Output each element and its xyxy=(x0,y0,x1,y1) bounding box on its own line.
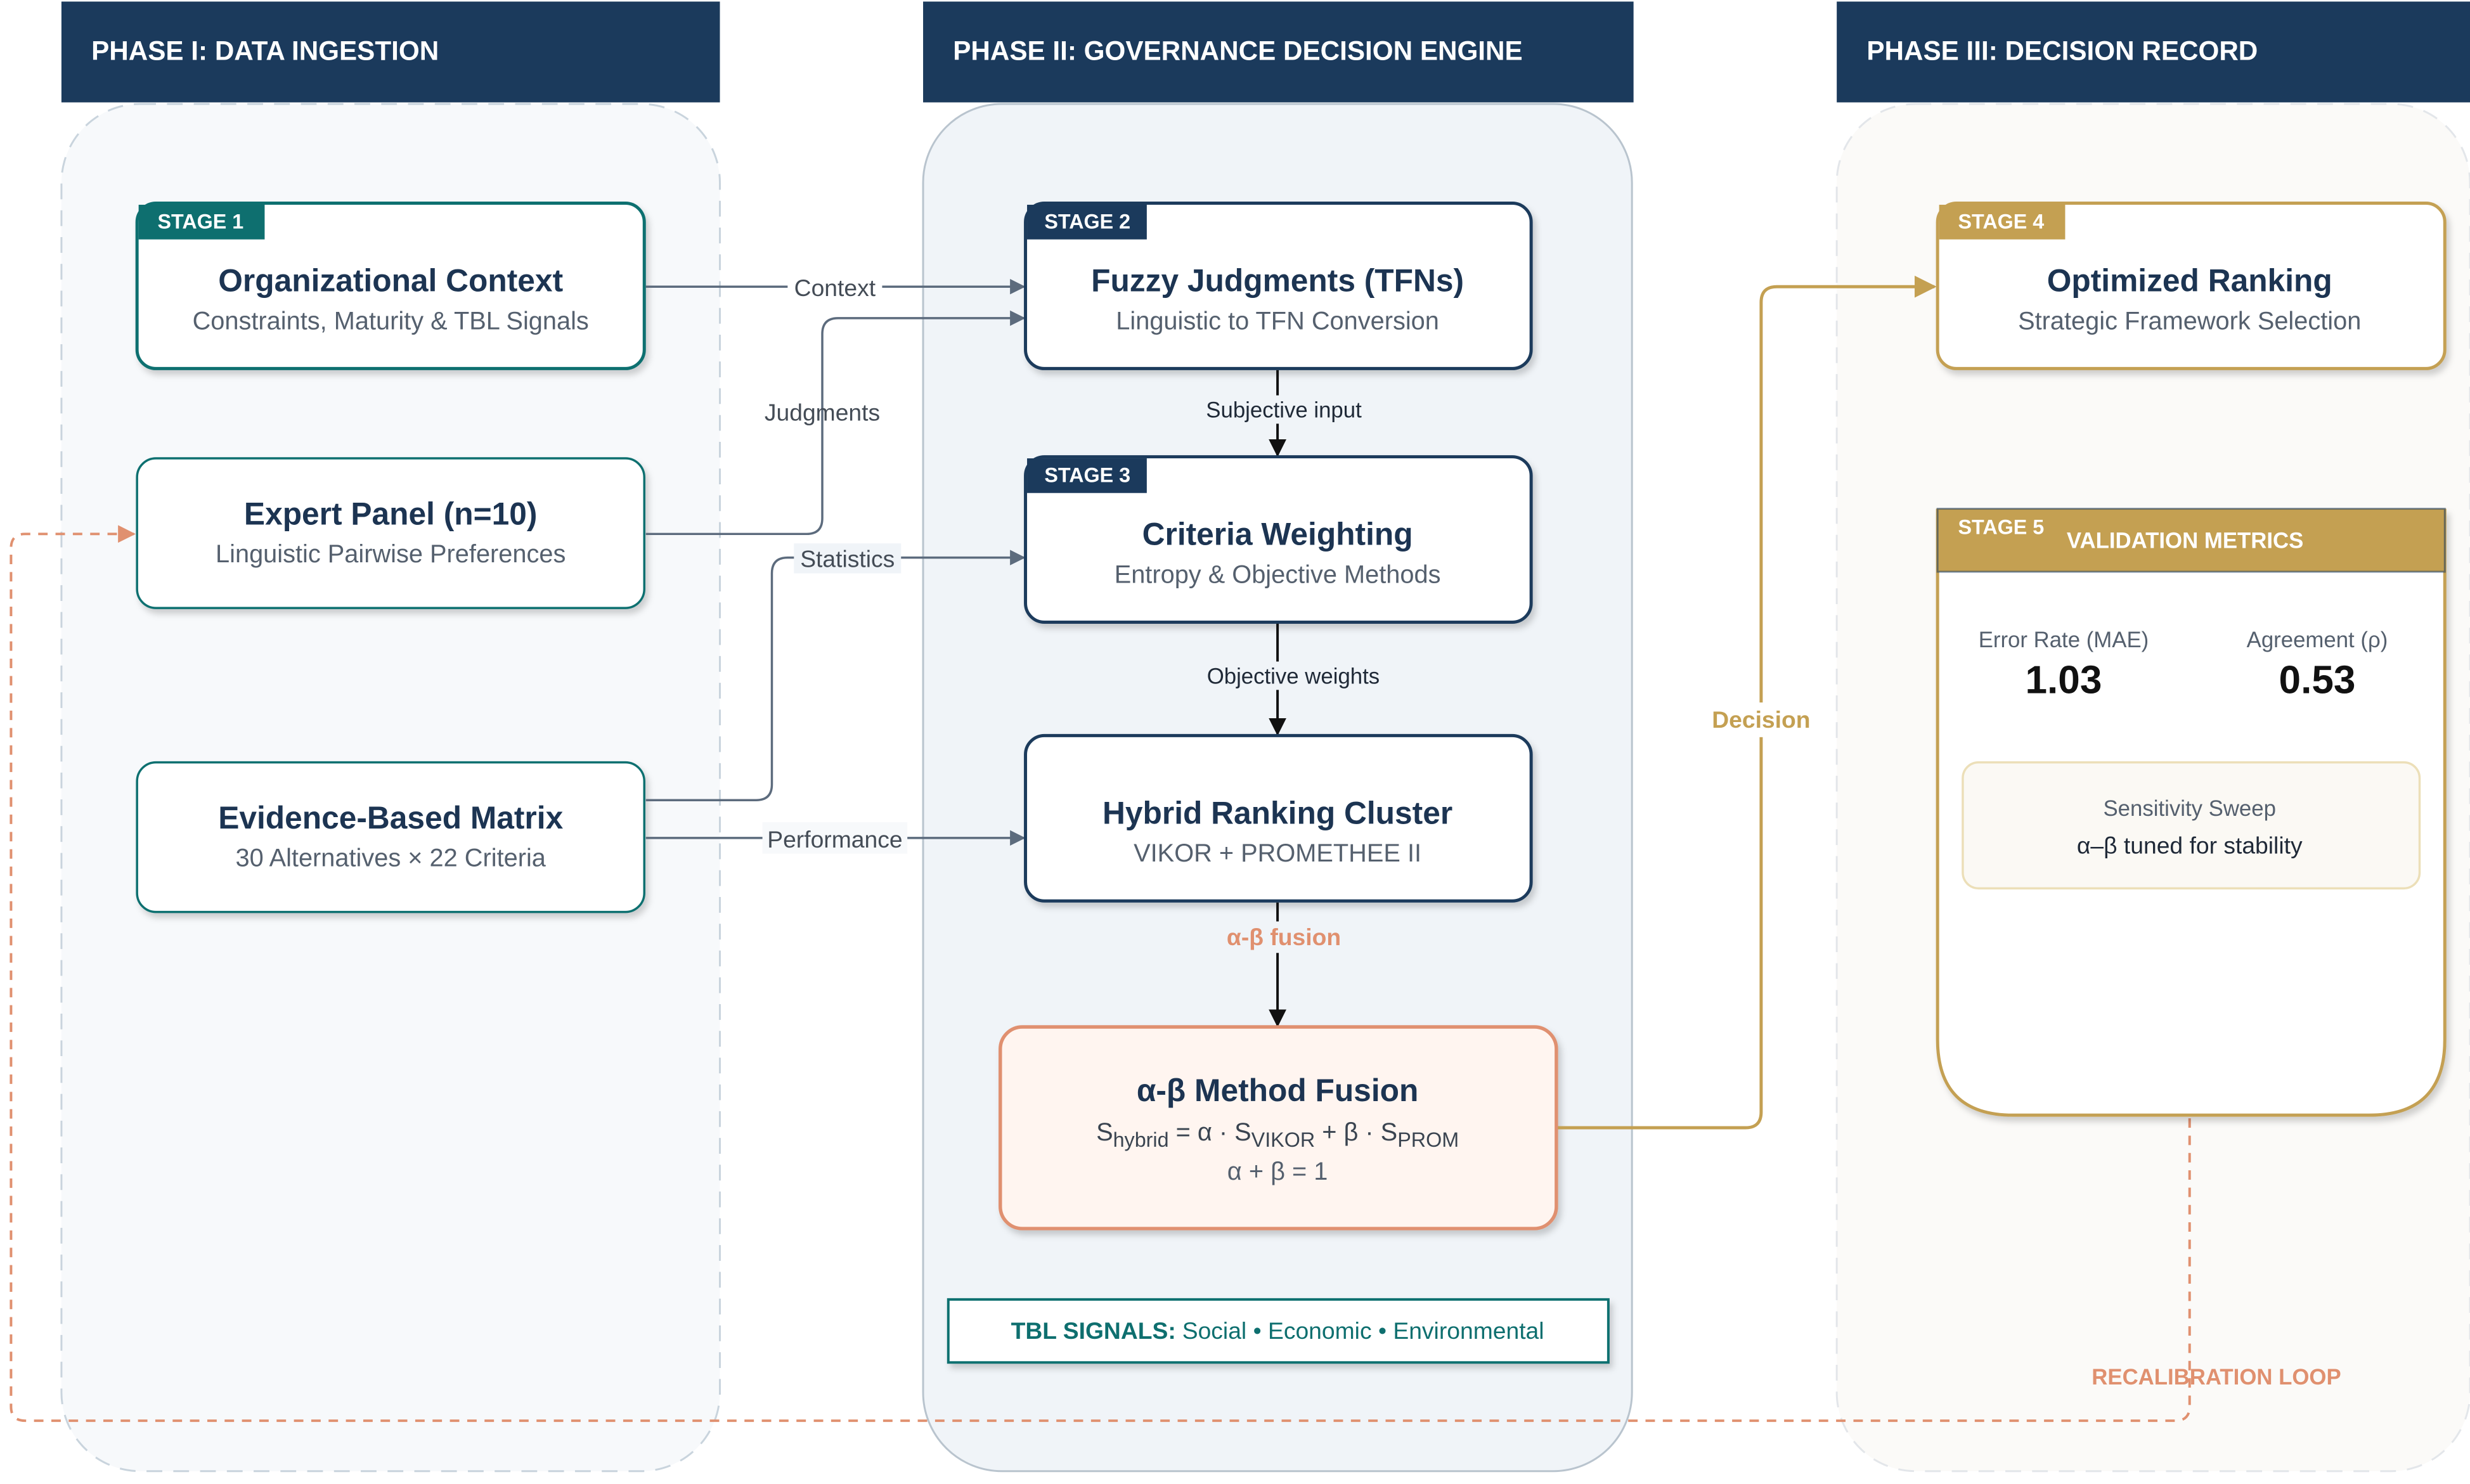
phase1-header: PHASE I: DATA INGESTION xyxy=(61,1,720,103)
expert-panel-subtitle: Linguistic Pairwise Preferences xyxy=(216,540,566,568)
phase3-header: PHASE III: DECISION RECORD xyxy=(1837,1,2470,103)
judgments-arrow xyxy=(645,310,1026,536)
agreement-label: Agreement (ρ) xyxy=(2247,628,2388,652)
phase3-title: PHASE III: DECISION RECORD xyxy=(1866,35,2258,65)
sweep-title: Sensitivity Sweep xyxy=(2103,797,2275,821)
agreement-value: 0.53 xyxy=(2279,658,2356,702)
org-context-title: Organizational Context xyxy=(218,263,563,299)
fuzzy-judgments-card[interactable]: STAGE 2 Fuzzy Judgments (TFNs) Linguisti… xyxy=(1024,202,1533,370)
subjective-label-bg xyxy=(1194,395,1374,424)
criteria-weighting-title: Criteria Weighting xyxy=(1142,517,1413,552)
statistics-label: Statistics xyxy=(800,545,895,572)
fusion-equation: Shybrid = α · SVIKOR + β · SPROM xyxy=(1096,1118,1459,1151)
performance-label: Performance xyxy=(767,826,902,853)
tbl-label: TBL SIGNALS: xyxy=(1011,1317,1176,1344)
mae-value: 1.03 xyxy=(2026,658,2102,702)
evidence-matrix-title: Evidence-Based Matrix xyxy=(218,800,563,836)
tbl-items: Social • Economic • Environmental xyxy=(1182,1317,1544,1344)
phase2-title: PHASE II: GOVERNANCE DECISION ENGINE xyxy=(953,35,1522,65)
statistics-arrow xyxy=(645,550,1026,801)
recalibration-loop-label: RECALIBRATION LOOP xyxy=(2092,1365,2341,1390)
stage5-badge: STAGE 5 xyxy=(1958,515,2044,538)
hybrid-ranking-card[interactable]: Hybrid Ranking Cluster VIKOR + PROMETHEE… xyxy=(1024,733,1533,903)
eq-vikor-sub: VIKOR xyxy=(1251,1128,1316,1151)
eq-mid: = α · S xyxy=(1169,1118,1251,1146)
expert-panel-title: Expert Panel (n=10) xyxy=(244,496,538,531)
method-fusion-card[interactable]: α-β Method Fusion Shybrid = α · SVIKOR +… xyxy=(999,1025,1558,1230)
eq-hybrid-sub: hybrid xyxy=(1113,1128,1169,1151)
stage3-badge: STAGE 3 xyxy=(1044,463,1130,486)
phase1-title: PHASE I: DATA INGESTION xyxy=(91,35,439,65)
judgments-label: Judgments xyxy=(765,399,880,425)
hybrid-ranking-subtitle: VIKOR + PROMETHEE II xyxy=(1134,839,1421,867)
optimized-ranking-card[interactable]: STAGE 4 Optimized Ranking Strategic Fram… xyxy=(1936,202,2447,370)
optimized-ranking-subtitle: Strategic Framework Selection xyxy=(2018,307,2361,335)
fuzzy-judgments-title: Fuzzy Judgments (TFNs) xyxy=(1091,263,1464,299)
sensitivity-sweep-box xyxy=(1962,761,2421,890)
tbl-signals-text: TBL SIGNALS:Social • Economic • Environm… xyxy=(1011,1317,1544,1344)
evidence-matrix-card[interactable]: Evidence-Based Matrix 30 Alternatives × … xyxy=(136,761,645,913)
org-context-subtitle: Constraints, Maturity & TBL Signals xyxy=(193,307,589,335)
mae-label: Error Rate (MAE) xyxy=(1979,628,2149,652)
statistics-label-bg xyxy=(794,543,902,574)
evidence-matrix-subtitle: 30 Alternatives × 22 Criteria xyxy=(236,844,546,872)
phase2-header: PHASE II: GOVERNANCE DECISION ENGINE xyxy=(923,1,1634,103)
performance-label-bg xyxy=(762,822,908,854)
criteria-weighting-card[interactable]: STAGE 3 Criteria Weighting Entropy & Obj… xyxy=(1024,455,1533,624)
validation-header: VALIDATION METRICS xyxy=(2067,529,2303,553)
stage2-badge: STAGE 2 xyxy=(1044,210,1130,233)
validation-metrics-card[interactable]: STAGE 5 VALIDATION METRICS Error Rate (M… xyxy=(1936,508,2447,1117)
fusion-constraint: α + β = 1 xyxy=(1227,1158,1328,1185)
criteria-weighting-subtitle: Entropy & Objective Methods xyxy=(1115,560,1441,588)
context-label-bg xyxy=(787,271,883,303)
tbl-signals-box: TBL SIGNALS:Social • Economic • Environm… xyxy=(947,1298,1610,1364)
decision-label: Decision xyxy=(1712,706,1810,733)
fusion-label: α-β fusion xyxy=(1227,924,1341,950)
fuzzy-judgments-subtitle: Linguistic to TFN Conversion xyxy=(1116,307,1439,335)
context-label: Context xyxy=(794,274,876,301)
stage1-badge: STAGE 1 xyxy=(157,210,243,233)
eq-s: S xyxy=(1096,1118,1113,1146)
objective-label-bg xyxy=(1194,661,1393,690)
method-fusion-title: α-β Method Fusion xyxy=(1137,1073,1419,1108)
organizational-context-card[interactable]: STAGE 1 Organizational Context Constrain… xyxy=(135,202,646,370)
decision-label-bg xyxy=(1705,702,1816,737)
fusion-label-bg xyxy=(1213,921,1352,953)
eq-plus: + β · S xyxy=(1315,1118,1397,1146)
optimized-ranking-title: Optimized Ranking xyxy=(2047,263,2332,299)
sweep-text: α–β tuned for stability xyxy=(2077,832,2303,859)
objective-weights-label: Objective weights xyxy=(1207,664,1380,688)
hybrid-ranking-title: Hybrid Ranking Cluster xyxy=(1102,795,1452,830)
subjective-input-label: Subjective input xyxy=(1206,398,1362,422)
eq-prom-sub: PROM xyxy=(1397,1128,1459,1151)
expert-panel-card[interactable]: Expert Panel (n=10) Linguistic Pairwise … xyxy=(136,457,645,609)
recalibration-loop-arrow xyxy=(10,525,2191,1423)
stage4-badge: STAGE 4 xyxy=(1958,210,2044,233)
